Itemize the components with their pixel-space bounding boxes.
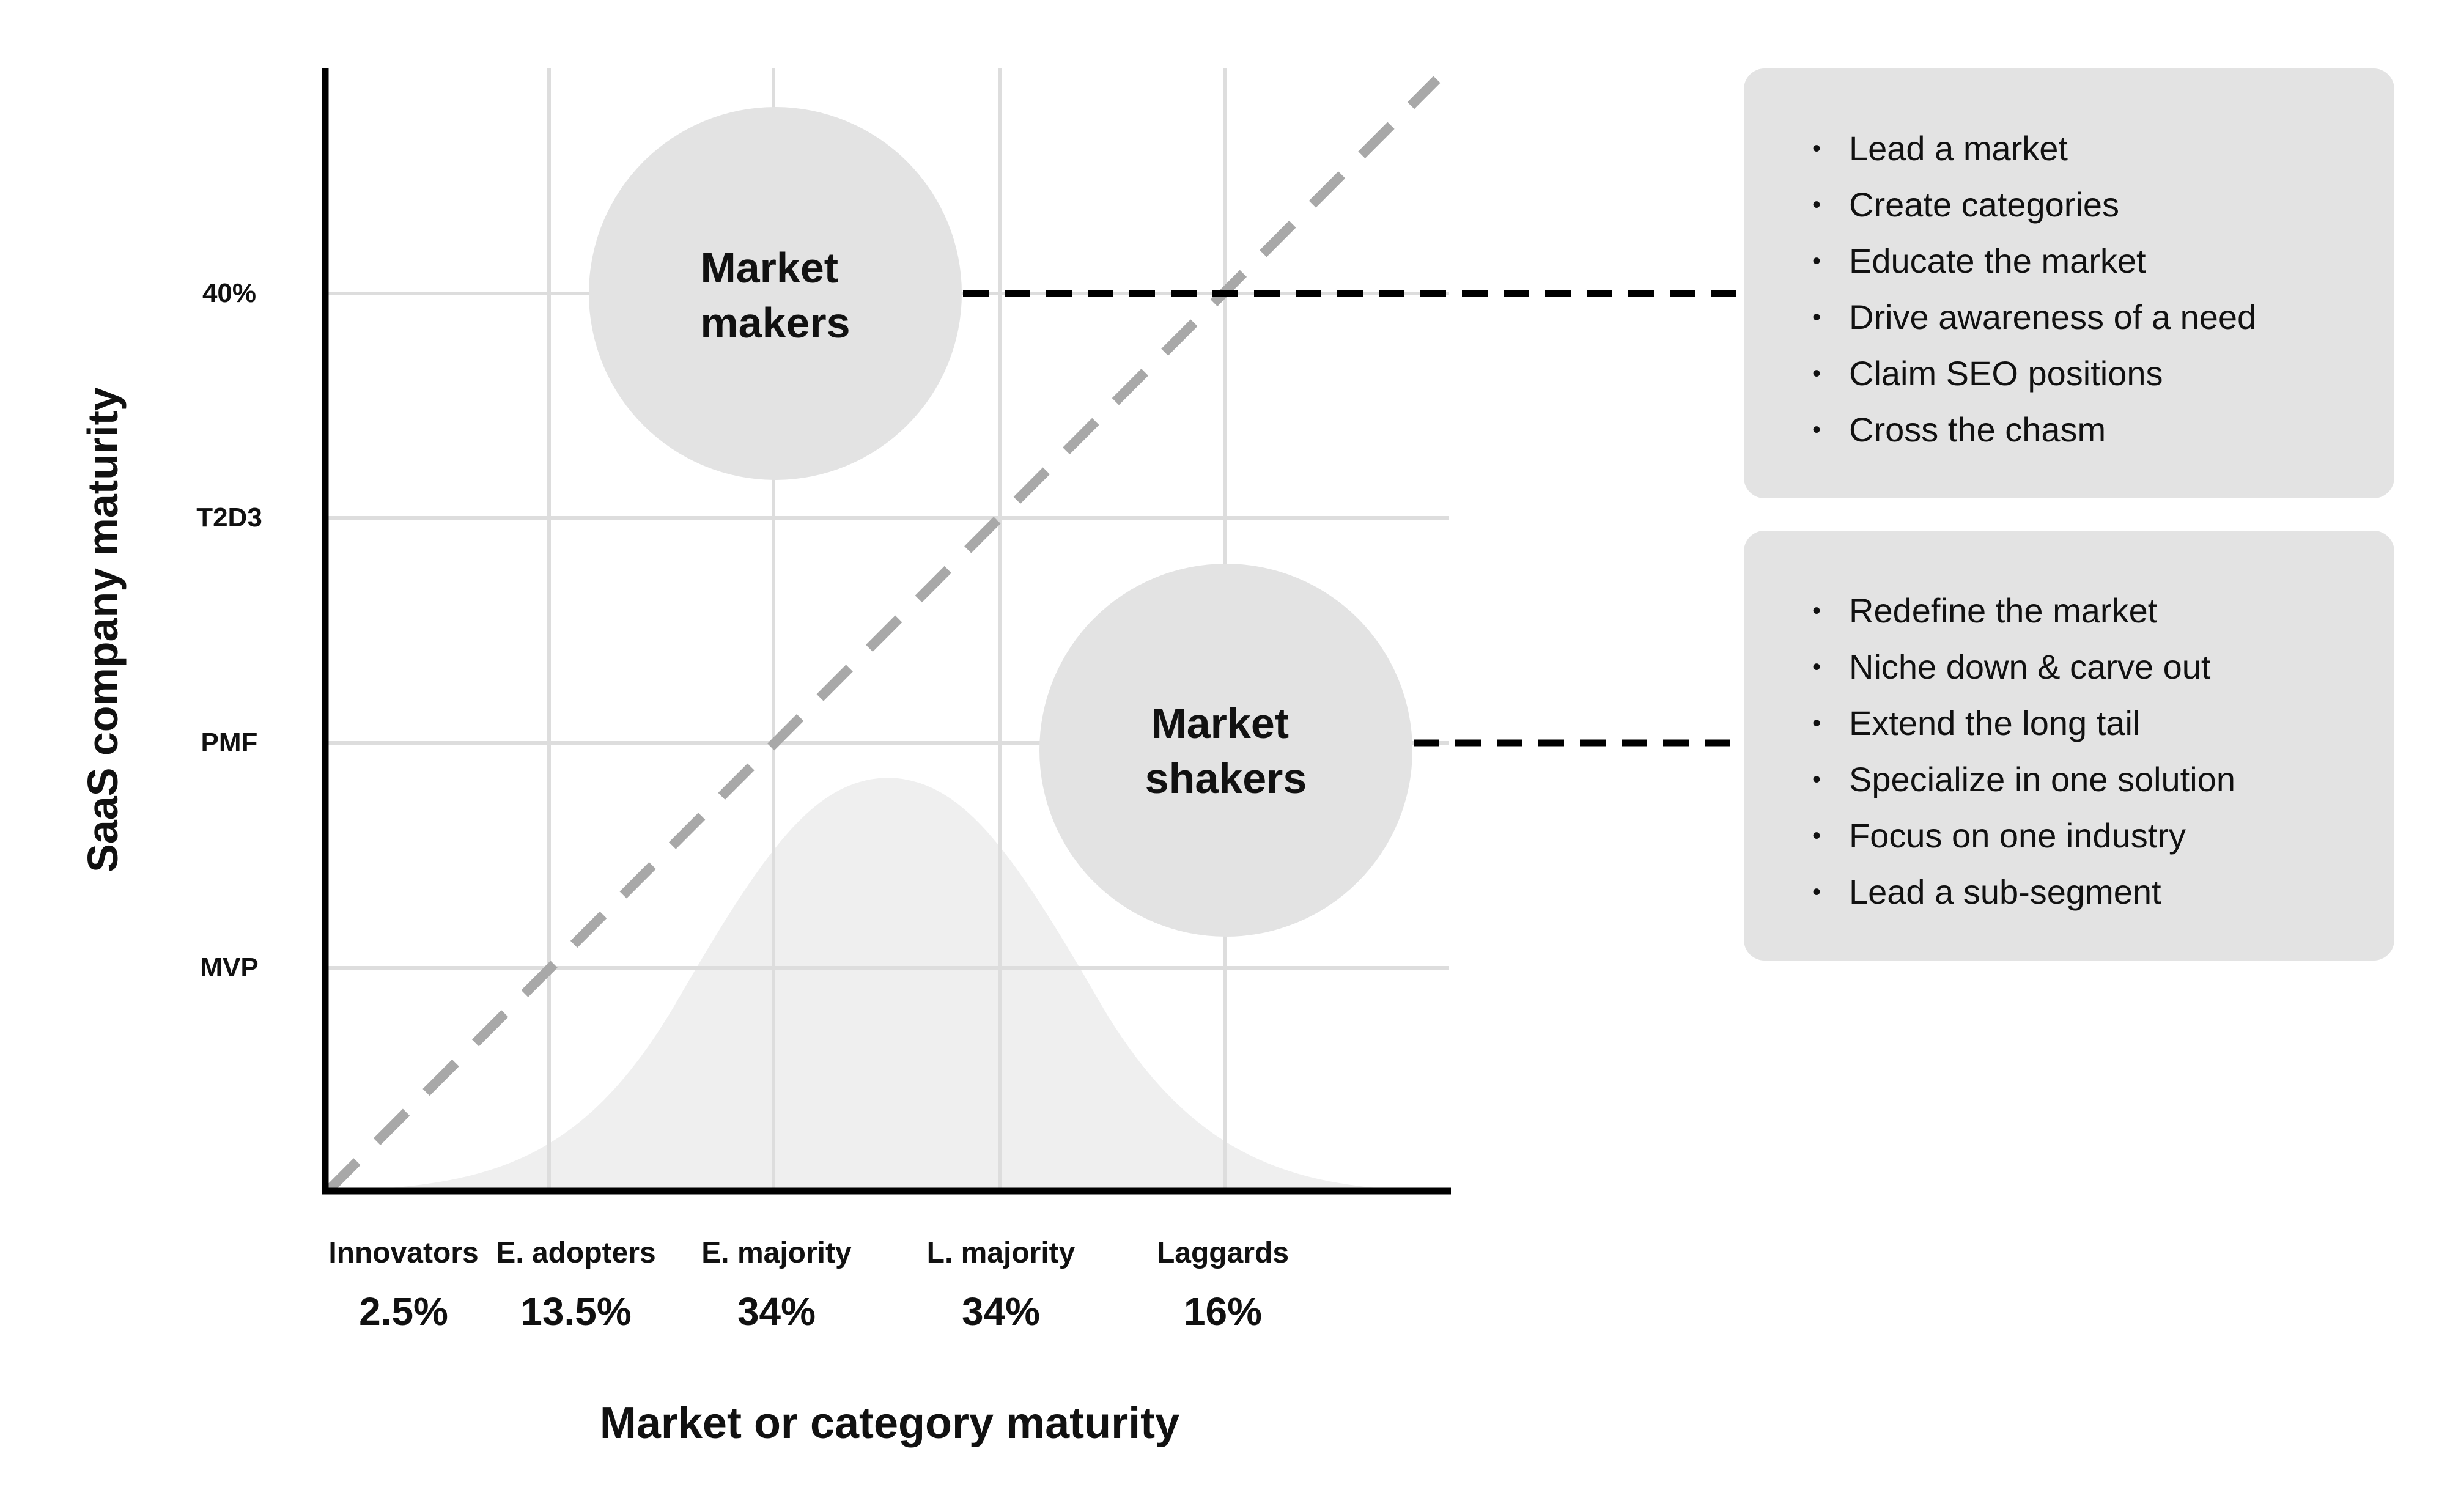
list-item-text: Cross the chasm (1849, 410, 2106, 449)
bullet-icon: • (1812, 654, 1821, 680)
x-segment-label: L. majority (927, 1237, 1076, 1269)
market-shakers-card: • Redefine the market • Niche down & carve… (1744, 531, 2394, 961)
y-level-label: T2D3 (196, 503, 262, 533)
list-item: • Redefine the market (1812, 583, 2394, 639)
bullet-icon: • (1812, 360, 1821, 387)
list-item-text: Focus on one industry (1849, 816, 2186, 855)
svg-text:Market makers: Market makers (700, 244, 850, 347)
list-item-text: Claim SEO positions (1849, 354, 2163, 393)
y-level-label: PMF (201, 728, 258, 758)
list-item: • Cross the chasm (1812, 402, 2394, 458)
x-segment-share: 2.5% (359, 1289, 448, 1333)
market-makers-list: • Lead a market • Create categories • Educa… (1812, 120, 2394, 458)
y-axis-title: SaaS company maturity (79, 387, 127, 872)
bullet-icon: • (1812, 597, 1821, 624)
adoption-bell-curve (333, 778, 1425, 1191)
x-segment-label: E. majority (701, 1237, 852, 1269)
bullet-icon: • (1812, 191, 1821, 218)
market-shakers-label-line1: Market (1151, 699, 1289, 747)
x-segment-label: Innovators (328, 1237, 478, 1269)
bullet-icon: • (1812, 304, 1821, 331)
bullet-icon: • (1812, 135, 1821, 162)
list-item-text: Specialize in one solution (1849, 760, 2235, 798)
list-item: • Create categories (1812, 177, 2394, 233)
list-item-text: Extend the long tail (1849, 704, 2141, 742)
x-segment-label: Laggards (1157, 1237, 1289, 1269)
bullet-icon: • (1812, 710, 1821, 737)
x-segment-label: E. adopters (496, 1237, 655, 1269)
x-segment-share: 16% (1184, 1289, 1262, 1333)
market-makers-label-line2: makers (700, 299, 850, 347)
bullet-icon: • (1812, 766, 1821, 793)
list-item-text: Educate the market (1849, 242, 2146, 280)
y-level-label: MVP (200, 953, 258, 983)
list-item: • Specialize in one solution (1812, 751, 2394, 808)
bullet-icon: • (1812, 416, 1821, 443)
list-item: • Claim SEO positions (1812, 345, 2394, 402)
bullet-icon: • (1812, 822, 1821, 849)
list-item: • Focus on one industry (1812, 808, 2394, 864)
diagonal-dashed-line (324, 76, 1441, 1195)
list-item-text: Niche down & carve out (1849, 647, 2211, 686)
market-shakers-list: • Redefine the market • Niche down & carve… (1812, 583, 2394, 920)
list-item: • Drive awareness of a need (1812, 289, 2394, 345)
bullet-icon: • (1812, 248, 1821, 275)
market-makers-card: • Lead a market • Create categories • Educa… (1744, 68, 2394, 498)
list-item: • Educate the market (1812, 233, 2394, 289)
bullet-icon: • (1812, 879, 1821, 905)
x-segment-share: 34% (962, 1289, 1040, 1333)
list-item-text: Drive awareness of a need (1849, 298, 2257, 336)
market-makers-label-line1: Market (700, 244, 838, 292)
market-makers-bubble (589, 107, 962, 480)
list-item-text: Lead a market (1849, 129, 2068, 168)
list-item-text: Create categories (1849, 185, 2120, 224)
list-item-text: Redefine the market (1849, 591, 2158, 630)
list-item: • Lead a sub-segment (1812, 864, 2394, 920)
x-segment-share: 34% (737, 1289, 816, 1333)
y-level-label: 40% (202, 278, 256, 308)
x-segment-share: 13.5% (520, 1289, 631, 1333)
list-item-text: Lead a sub-segment (1849, 872, 2161, 911)
market-shakers-label-line2: shakers (1145, 754, 1307, 802)
svg-text:Market shakers: Market shakers (1145, 699, 1307, 802)
market-shakers-bubble (1039, 564, 1412, 937)
list-item: • Niche down & carve out (1812, 639, 2394, 695)
list-item: • Extend the long tail (1812, 695, 2394, 751)
x-axis-title: Market or category maturity (600, 1399, 1179, 1448)
list-item: • Lead a market (1812, 120, 2394, 177)
